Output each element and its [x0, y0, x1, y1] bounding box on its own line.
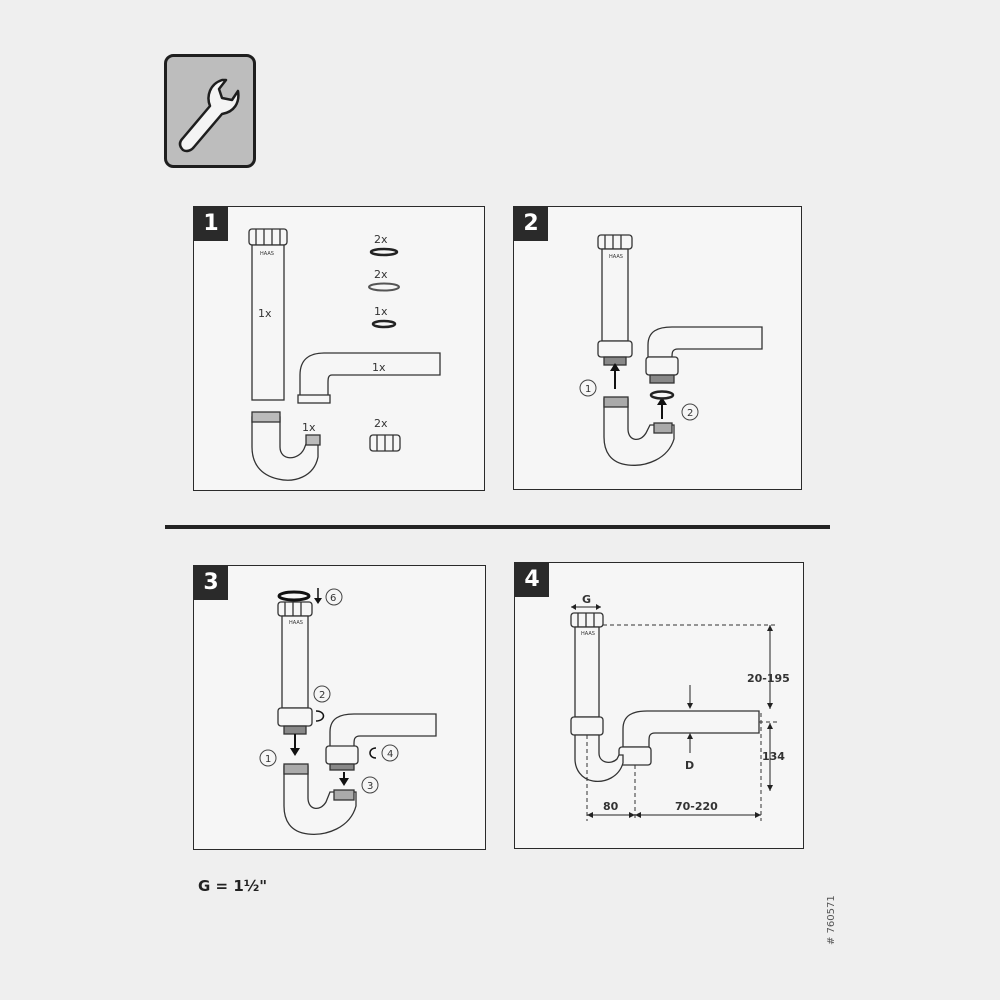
nut-pair: [369, 434, 401, 452]
brand-mark: HAAS: [260, 251, 274, 257]
callout-1: 1: [265, 754, 271, 765]
elbow-pipe: [645, 326, 763, 384]
thread-note: G = 1½": [198, 877, 268, 895]
step-number: 4: [515, 563, 549, 597]
elbow-pipe: [325, 713, 437, 771]
step-number: 1: [194, 207, 228, 241]
ring-c-qty: 1x: [374, 305, 388, 318]
dim-drop: 134: [762, 750, 785, 763]
seal-ring-c: [371, 319, 397, 329]
nuts-qty: 2x: [374, 417, 388, 430]
step-4-panel: 4 G HAAS 20-195 134: [514, 562, 804, 849]
tube-qty: 1x: [258, 307, 272, 320]
callout-2: 2: [319, 690, 325, 701]
step-number: 2: [514, 207, 548, 241]
article-number: # 760571: [826, 895, 837, 945]
step-1-panel: 1 HAAS 1x 1x 2x 2x 1x 1x: [193, 206, 485, 491]
brand-mark: HAAS: [581, 631, 595, 637]
callout-3: 3: [367, 781, 373, 792]
seal-ring-a: [369, 247, 399, 257]
wrench-icon: [164, 54, 256, 168]
dim-left: 80: [603, 800, 619, 813]
tailpiece-tube: [277, 601, 313, 735]
dim-right: 70-220: [675, 800, 718, 813]
brand-mark: HAAS: [289, 620, 303, 626]
trap-qty: 1x: [302, 421, 316, 434]
ring-b-qty: 2x: [374, 268, 388, 281]
brand-mark: HAAS: [609, 254, 623, 260]
elbow-pipe: [297, 352, 441, 404]
ring-a-qty: 2x: [374, 233, 388, 246]
tailpiece-tube: [570, 612, 604, 736]
callout-4: 4: [387, 749, 393, 760]
step-3-panel: 3 6 HAAS 2 1 4 3: [193, 565, 486, 850]
elbow-pipe: [618, 710, 760, 766]
trap-bend: [603, 396, 675, 466]
section-divider: [165, 525, 830, 529]
tailpiece-tube: [248, 228, 288, 401]
seal-ring-b: [368, 282, 400, 292]
trap-bend: [574, 734, 624, 783]
dim-g: G: [582, 593, 591, 606]
step-number: 3: [194, 566, 228, 600]
dim-d: D: [685, 759, 694, 772]
callout-6: 6: [330, 593, 336, 604]
trap-bend: [251, 411, 321, 481]
callout-1: 1: [585, 384, 591, 395]
dim-height: 20-195: [747, 672, 790, 685]
elbow-qty: 1x: [372, 361, 386, 374]
step-2-panel: 2 HAAS 1 2: [513, 206, 802, 490]
tailpiece-tube: [597, 234, 633, 366]
trap-bend: [283, 763, 357, 835]
callout-2: 2: [687, 408, 693, 419]
